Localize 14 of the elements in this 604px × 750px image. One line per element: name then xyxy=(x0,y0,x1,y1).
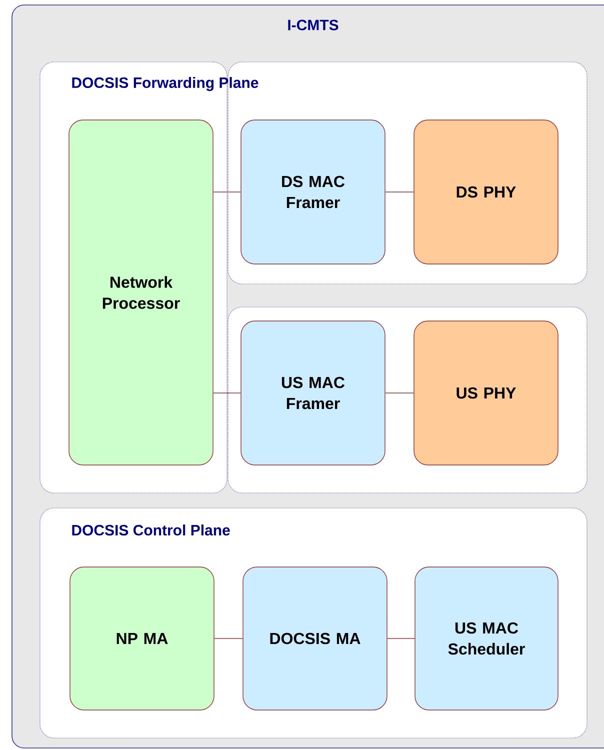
panel-heading: DOCSIS Forwarding Plane xyxy=(72,76,258,92)
connector-line xyxy=(213,392,241,394)
phy-box: DS PHY xyxy=(414,120,558,264)
module-box: DS MAC Framer xyxy=(240,120,386,264)
module-box: NP MA xyxy=(70,566,214,710)
connector-line xyxy=(385,392,414,394)
phy-box: US PHY xyxy=(414,320,558,466)
module-box: US MAC Scheduler xyxy=(414,566,558,710)
connector-line xyxy=(387,638,415,639)
connector-line xyxy=(214,638,243,639)
module-box: US MAC Framer xyxy=(240,320,386,466)
module-box: DOCSIS MA xyxy=(242,566,388,710)
module-box: Network Processor xyxy=(68,120,214,466)
panel-heading: DOCSIS Control Plane xyxy=(72,524,230,536)
